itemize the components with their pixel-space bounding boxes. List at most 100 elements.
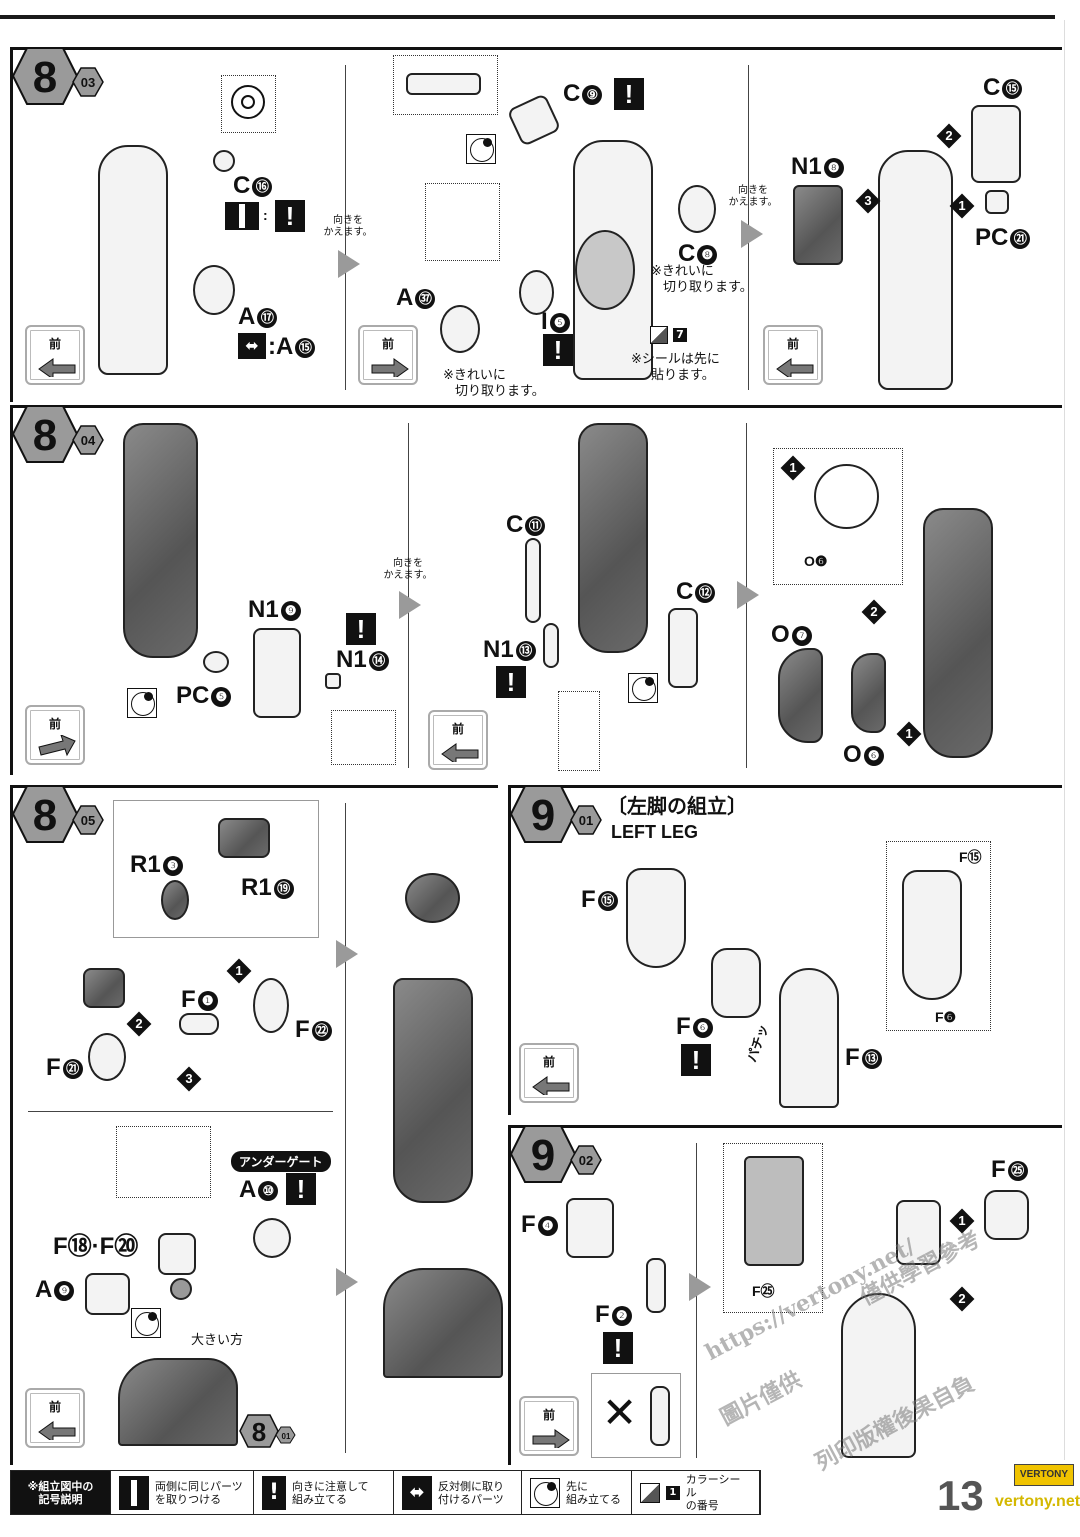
order-marker-1: 1 (896, 721, 922, 747)
legend-text: 組み立てる (292, 1492, 347, 1506)
part-number: ㉑ (62, 1059, 83, 1079)
part-number: ㉕ (1007, 1161, 1028, 1181)
part-number: ❷ (611, 1306, 632, 1326)
part-c9 (506, 92, 562, 148)
part-f15 (626, 868, 686, 968)
part-number: ❽ (823, 158, 844, 178)
legend-text: 両側に同じパーツ (155, 1479, 243, 1493)
part-number: ⑬ (861, 1049, 882, 1069)
seal-number: 1 (665, 1485, 680, 1500)
lower-leg-part (123, 423, 198, 658)
part-n19 (253, 628, 301, 718)
part-number: ❹ (537, 1216, 558, 1236)
part-number: ❺ (549, 313, 570, 333)
part-c8 (678, 185, 716, 233)
part-letter: O (804, 553, 815, 569)
part-pc5 (203, 651, 229, 673)
part-letter: :A (268, 333, 294, 360)
order-marker-1: 1 (780, 455, 806, 481)
part-f25 (984, 1190, 1029, 1240)
part-letter: A (238, 303, 256, 330)
label-o6-detail: O❻ (804, 554, 827, 568)
part-n14 (325, 673, 341, 689)
pre-assemble-icon (466, 134, 496, 164)
detail-box-a10 (116, 1126, 211, 1198)
note-line: ※シールは先に (631, 352, 720, 367)
symbol-legend: ※組立図中の記号説明 両側に同じパーツを取りつける ! 向きに注意して組み立てる… (10, 1470, 761, 1515)
order-number: 1 (905, 726, 913, 741)
label-detail-f25: F㉕ (752, 1283, 775, 1299)
legend-text: の番号 (685, 1499, 719, 1512)
part-f21 (88, 1033, 126, 1081)
part-number: ㊲ (415, 289, 436, 309)
exclamation-icon: ! (614, 78, 644, 110)
step-sub-number: 02 (579, 1153, 593, 1168)
ref-step-sub-number: 01 (282, 1432, 291, 1441)
next-step-arrow-icon (336, 1268, 358, 1296)
part-letter: A (239, 1176, 257, 1203)
part-number: ⑫ (695, 583, 716, 603)
part-letter: C (678, 240, 696, 267)
front-arrow-icon (532, 1076, 570, 1095)
step-sub-number: 01 (579, 813, 593, 828)
symbol-separator: : (263, 207, 268, 223)
detail-box-c9 (393, 55, 498, 115)
seal-note: ※シールは先に貼ります。 (631, 352, 720, 384)
front-direction-indicator: 前 (428, 710, 488, 770)
seal-number: 7 (673, 328, 687, 342)
knee-frame-part (98, 145, 168, 375)
part-number: ⑭ (368, 651, 389, 671)
turn-around-note: 向きをかえます。 (373, 558, 443, 582)
part-letter: C (983, 74, 1001, 101)
exclamation-icon: ! (496, 666, 526, 698)
order-marker-2: 2 (936, 123, 962, 149)
part-f6 (711, 948, 761, 1018)
part-number: ❻ (692, 1018, 713, 1038)
order-number: 1 (958, 198, 966, 213)
part-letter: R1 (130, 851, 161, 878)
color-seal-icon (640, 1482, 660, 1503)
order-number: 2 (135, 1016, 143, 1031)
exclamation-icon: ! (543, 334, 573, 366)
part-number: ⑩ (258, 1181, 279, 1201)
part-letter: F (595, 1301, 610, 1328)
part-number: ⑰ (257, 308, 278, 328)
knee-disc (814, 464, 879, 529)
part-letter: C (676, 578, 694, 605)
section-title-en: LEFT LEG (611, 822, 698, 842)
order-number: 3 (864, 193, 872, 208)
front-direction-indicator: 前 (763, 325, 823, 385)
under-gate-badge: アンダーゲート (231, 1151, 331, 1172)
label-detail-f15: F⑮ (959, 849, 982, 865)
vertony-logo: VERTONY (1014, 1464, 1074, 1486)
cut-note: ※きれいに切り取ります。 (443, 368, 545, 400)
front-direction-indicator: 前 (25, 325, 85, 385)
part-c12 (668, 608, 698, 688)
pre-assemble-icon (131, 1308, 161, 1338)
foot-part (118, 1358, 238, 1446)
legend-item: 1 カラーシールの番号 (632, 1471, 760, 1514)
section-divider (28, 1111, 333, 1112)
exclamation-icon: ! (681, 1044, 711, 1076)
part-letter: F (581, 886, 596, 913)
part-number: ❽ (697, 245, 718, 265)
turn-text: 向きを (333, 215, 363, 226)
part-number: ⑲ (273, 879, 294, 899)
order-number: 1 (958, 1213, 966, 1228)
part-letter: F (295, 1016, 310, 1043)
turn-around-note: 向きをかえます。 (313, 215, 383, 239)
